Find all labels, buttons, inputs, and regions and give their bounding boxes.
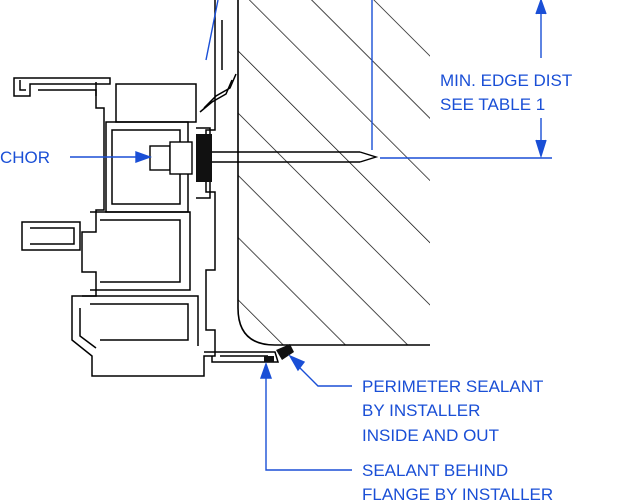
- edge-dist-label-line2: SEE TABLE 1: [440, 95, 545, 114]
- sealant-behind-line2: FLANGE BY INSTALLER: [362, 485, 553, 504]
- anchor-label: CHOR: [0, 148, 50, 167]
- perimeter-sealant-line3: INSIDE AND OUT: [362, 426, 499, 445]
- sealant-bead: [264, 344, 294, 362]
- perimeter-sealant-leader: [288, 354, 352, 387]
- perimeter-sealant-line1: PERIMETER SEALANT: [362, 377, 543, 396]
- sealant-behind-line1: SEALANT BEHIND: [362, 461, 508, 480]
- edge-distance-dimension: [205, 0, 552, 159]
- masonry-wall: [237, 0, 430, 346]
- anchor-leader: [70, 151, 153, 163]
- edge-dist-label-line1: MIN. EDGE DIST: [440, 71, 572, 90]
- perimeter-sealant-line2: BY INSTALLER: [362, 401, 480, 420]
- anchor-fastener: [149, 134, 379, 182]
- sealant-behind-leader: [260, 361, 352, 471]
- window-frame-profile: [13, 0, 280, 377]
